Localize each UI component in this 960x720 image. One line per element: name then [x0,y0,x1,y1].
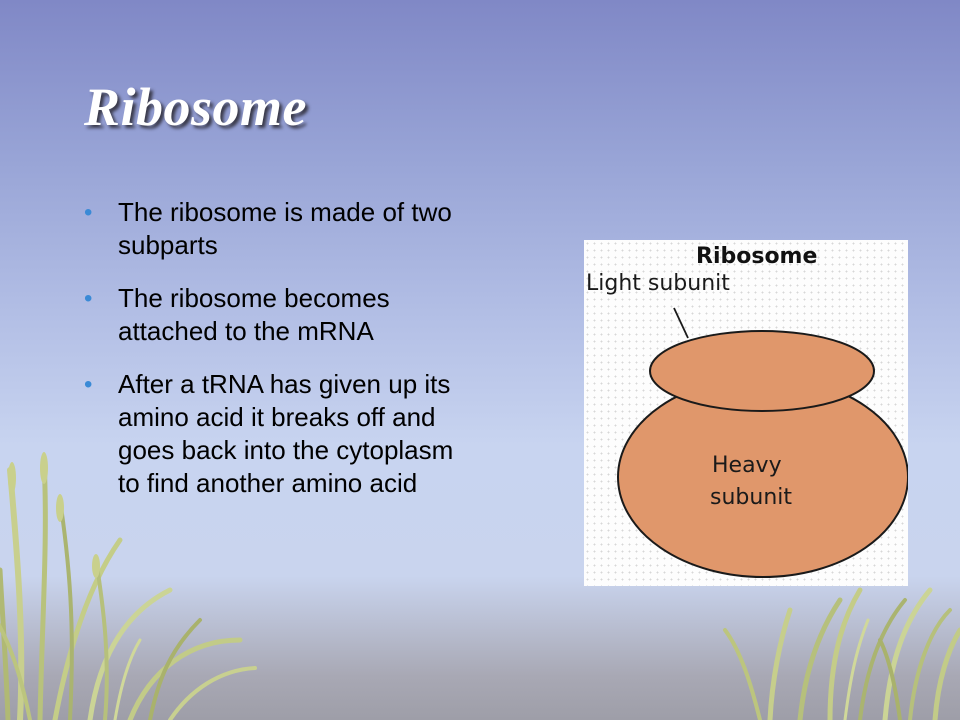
bullet-item: • After a tRNA has given up its amino ac… [84,368,464,500]
bullet-text: The ribosome is made of two subparts [118,197,452,260]
light-subunit-label: Light subunit [586,271,730,296]
light-subunit-pointer [673,307,689,339]
heavy-subunit-label-line2: subunit [710,485,792,510]
bullet-marker: • [84,199,93,226]
bullet-marker: • [84,285,93,312]
bullet-item: • The ribosome is made of two subparts [84,196,464,262]
light-subunit [649,330,875,412]
bullet-text: The ribosome becomes attached to the mRN… [118,283,390,346]
bullet-item: • The ribosome becomes attached to the m… [84,282,464,348]
slide-title: Ribosome [84,77,308,137]
bullet-text: After a tRNA has given up its amino acid… [118,369,454,498]
ribosome-diagram: Ribosome Light subunit Heavy subunit [586,244,908,578]
figure-title: Ribosome [696,244,817,269]
bullet-list: • The ribosome is made of two subparts •… [84,196,464,520]
ribosome-figure: Ribosome Light subunit Heavy subunit [584,240,908,586]
heavy-subunit-label-line1: Heavy [712,453,782,478]
bullet-marker: • [84,371,93,398]
